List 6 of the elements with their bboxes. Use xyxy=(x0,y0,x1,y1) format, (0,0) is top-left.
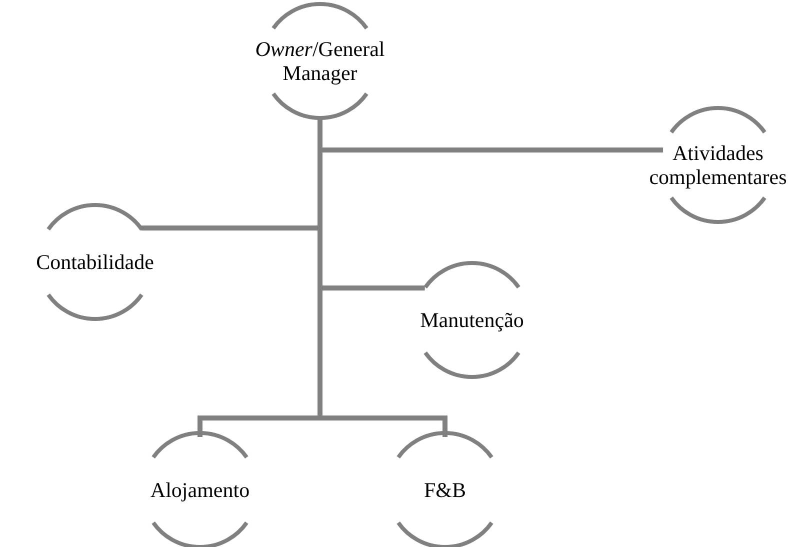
node-label: Alojamento xyxy=(150,478,250,502)
node-label: Contabilidade xyxy=(36,250,154,274)
node-label: Manutenção xyxy=(420,308,524,332)
node-label: F&B xyxy=(424,478,466,502)
node-label: Atividades complementares xyxy=(648,141,788,189)
node-label: Owner/General Manager xyxy=(254,37,386,85)
